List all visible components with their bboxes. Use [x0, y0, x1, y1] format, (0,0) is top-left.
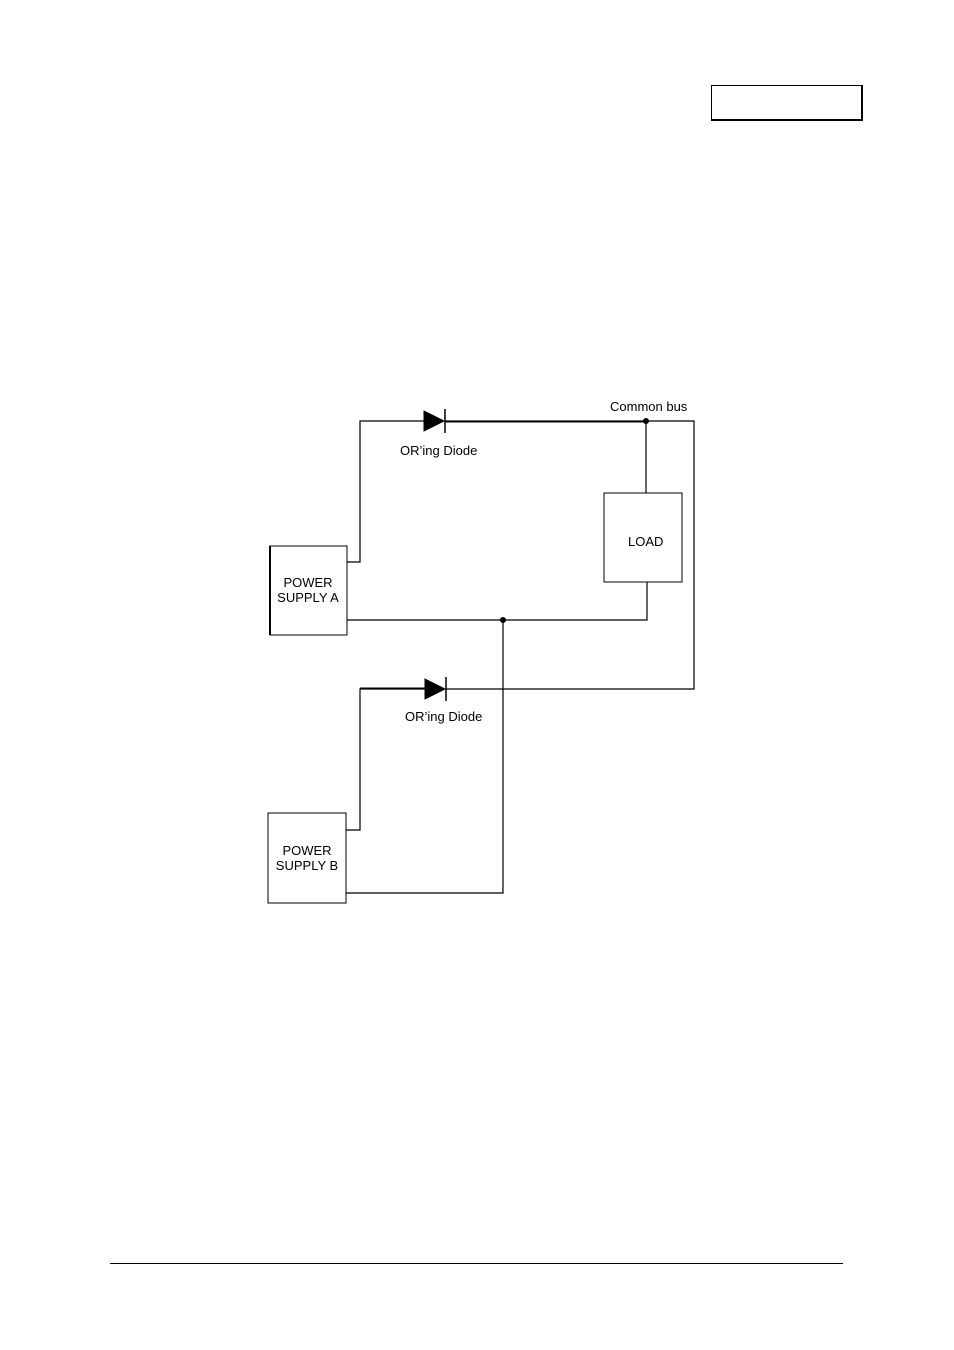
diode-a-symbol: [424, 409, 445, 433]
wire-load-return: [347, 582, 647, 620]
wire-ground-down: [346, 620, 503, 893]
diode-a-label: OR’ing Diode: [400, 443, 477, 458]
load-label: LOAD: [628, 534, 663, 549]
power-supply-a-label-line2: SUPPLY A: [277, 590, 339, 605]
power-supply-b-label-line1: POWER: [282, 843, 331, 858]
diode-b-label: OR’ing Diode: [405, 709, 482, 724]
footer-rule: [110, 1263, 843, 1264]
common-bus-label: Common bus: [610, 399, 688, 414]
diode-b-symbol: [425, 677, 446, 701]
power-supply-b-label-line2: SUPPLY B: [276, 858, 338, 873]
power-supply-a-label-line1: POWER: [283, 575, 332, 590]
